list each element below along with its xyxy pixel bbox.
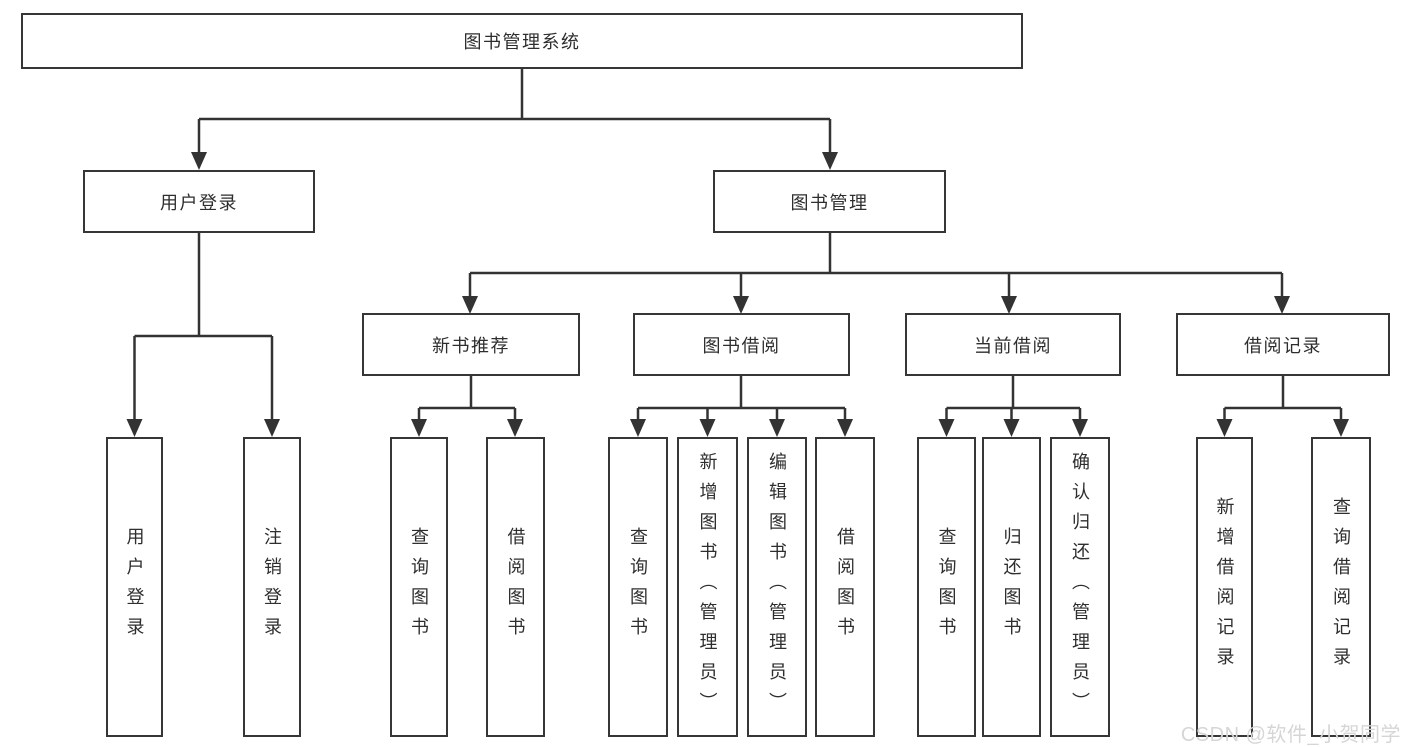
node-label: 查询图书	[628, 527, 648, 647]
node-label: 新增借阅记录	[1214, 497, 1235, 677]
arrowheads	[126, 152, 1349, 437]
node-leaf-user-login: 用户登录	[106, 437, 163, 737]
node-label: 用户登录	[124, 527, 145, 647]
node-label: 图书管理系统	[463, 32, 581, 52]
node-leaf-nb-borrow-books: 借阅图书	[486, 437, 545, 737]
node-leaf-br-query-record: 查询借阅记录	[1311, 437, 1371, 737]
node-label: 编辑图书（管理员）	[767, 452, 787, 722]
node-label: 图书管理	[790, 192, 869, 213]
csdn-watermark: CSDN @软件_小贺同学	[1180, 724, 1401, 746]
node-label: 用户登录	[160, 192, 238, 213]
node-leaf-nb-query-books: 查询图书	[390, 437, 448, 737]
node-label: 当前借阅	[974, 335, 1052, 356]
node-label: 归还图书	[1001, 527, 1022, 647]
node-user-login-branch: 用户登录	[83, 170, 315, 233]
node-new-book-recommendation: 新书推荐	[362, 313, 580, 376]
node-label: 查询图书	[409, 527, 429, 647]
node-leaf-bb-edit-books-admin: 编辑图书（管理员）	[747, 437, 807, 737]
node-leaf-cb-confirm-return-admin: 确认归还（管理员）	[1050, 437, 1110, 737]
node-label: 新书推荐	[432, 335, 510, 356]
node-label: 图书借阅	[702, 335, 781, 356]
node-label: 借阅图书	[505, 527, 526, 647]
node-label: 确认归还（管理员）	[1070, 452, 1090, 722]
node-leaf-logout: 注销登录	[243, 437, 301, 737]
node-label: 查询图书	[936, 527, 957, 647]
node-leaf-cb-return-books: 归还图书	[982, 437, 1041, 737]
node-leaf-bb-borrow-books: 借阅图书	[815, 437, 875, 737]
node-leaf-bb-query-books: 查询图书	[608, 437, 668, 737]
node-label: 查询借阅记录	[1331, 497, 1351, 677]
node-label: 新增图书（管理员）	[697, 452, 718, 722]
node-library-management-system: 图书管理系统	[21, 13, 1023, 69]
node-book-borrowing: 图书借阅	[633, 313, 850, 376]
node-current-borrowing: 当前借阅	[905, 313, 1121, 376]
node-leaf-cb-query-books: 查询图书	[917, 437, 976, 737]
node-borrowing-records: 借阅记录	[1176, 313, 1390, 376]
node-leaf-br-add-record: 新增借阅记录	[1196, 437, 1253, 737]
node-label: 借阅记录	[1244, 335, 1322, 356]
node-label: 注销登录	[262, 527, 282, 647]
node-leaf-bb-add-books-admin: 新增图书（管理员）	[677, 437, 738, 737]
node-book-management: 图书管理	[713, 170, 946, 233]
node-label: 借阅图书	[835, 527, 855, 647]
connector-paths	[133, 69, 1343, 420]
